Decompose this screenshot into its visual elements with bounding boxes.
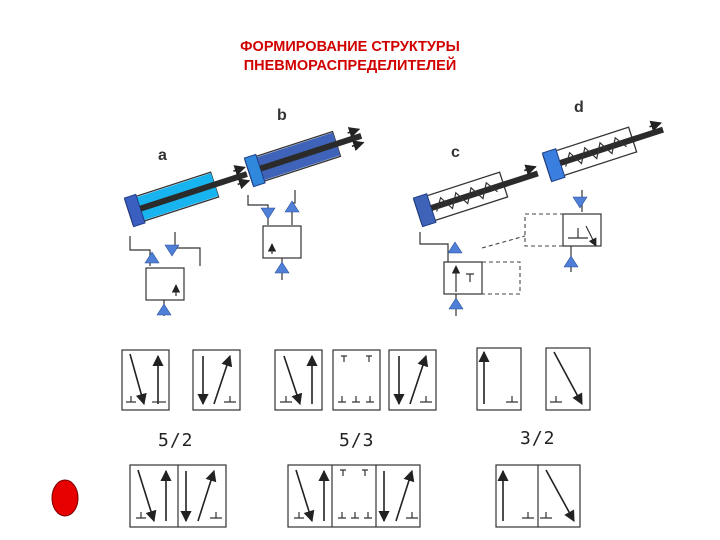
title-line-2: ПНЕВМОРАСПРЕДЕЛИТЕЛЕЙ bbox=[243, 58, 457, 74]
label-d: d bbox=[574, 99, 584, 116]
air-arrow-icon bbox=[260, 207, 276, 220]
cylinder-d: d bbox=[481, 99, 664, 272]
symbol-3-2-upper bbox=[476, 347, 591, 411]
air-arrow-icon bbox=[284, 200, 300, 213]
air-arrow-icon bbox=[164, 244, 180, 257]
symbol-5-3-upper bbox=[274, 349, 437, 411]
air-arrow-icon bbox=[572, 196, 588, 209]
red-dot-icon[interactable] bbox=[51, 479, 79, 517]
valve-block-c bbox=[443, 261, 483, 295]
air-arrow-icon bbox=[563, 255, 579, 268]
symbol-5-2-combined bbox=[129, 464, 227, 528]
air-arrow-icon bbox=[447, 241, 463, 254]
label-a: a bbox=[158, 147, 167, 164]
ratio-5-2: 5/2 bbox=[158, 430, 194, 451]
air-arrow-icon bbox=[156, 303, 172, 316]
label-b: b bbox=[277, 107, 287, 124]
air-arrow-icon bbox=[448, 297, 464, 310]
ratio-5-3: 5/3 bbox=[339, 430, 375, 451]
symbol-5-2-upper bbox=[121, 349, 241, 411]
valve-block-a bbox=[145, 267, 185, 301]
valve-block-d bbox=[562, 213, 602, 247]
cylinder-a: a bbox=[123, 147, 251, 316]
symbol-5-3-combined bbox=[287, 464, 421, 528]
label-c: c bbox=[451, 144, 460, 161]
symbol-3-2-combined bbox=[495, 464, 581, 528]
ratio-3-2: 3/2 bbox=[520, 428, 556, 449]
valve-block-b bbox=[262, 225, 302, 259]
cylinder-b: b bbox=[243, 107, 365, 280]
air-arrow-icon bbox=[274, 261, 290, 274]
page-title: ФОРМИРОВАНИЕ СТРУКТУРЫ ПНЕВМОРАСПРЕДЕЛИТ… bbox=[140, 38, 560, 76]
air-arrow-icon bbox=[144, 251, 160, 264]
cylinder-c: c bbox=[412, 144, 539, 316]
title-line-1: ФОРМИРОВАНИЕ СТРУКТУРЫ bbox=[240, 39, 460, 55]
